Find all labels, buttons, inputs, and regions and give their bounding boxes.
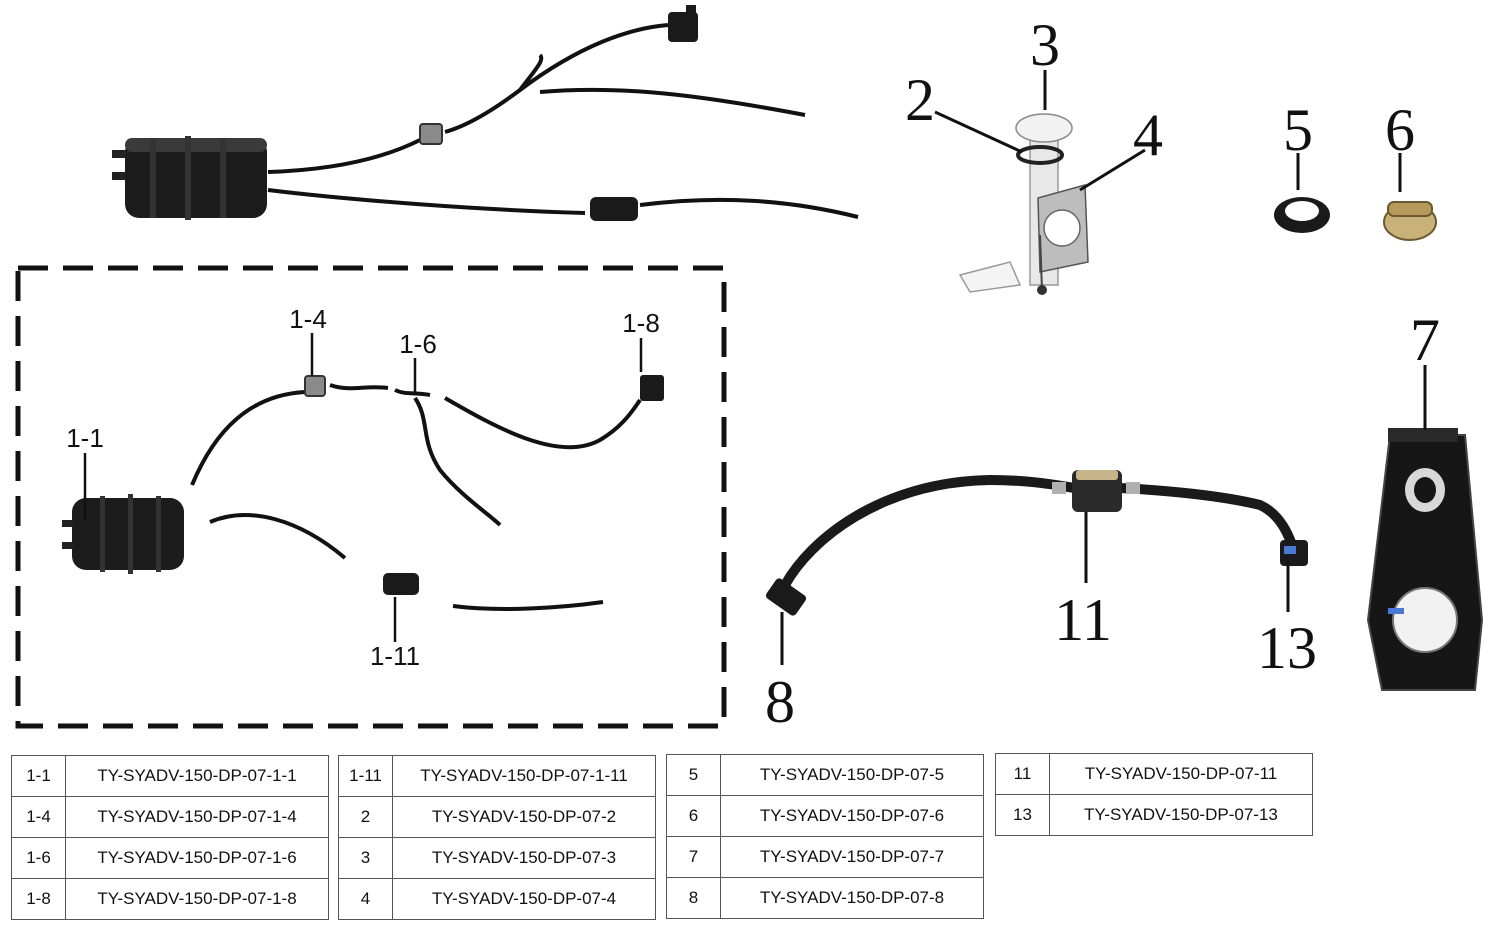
callout-1-4: 1-4 <box>289 304 327 334</box>
seal-ring-part <box>1274 197 1330 233</box>
part-ref: 5 <box>666 754 721 796</box>
part-number: TY-SYADV-150-DP-07-7 <box>720 836 984 878</box>
part-number: TY-SYADV-150-DP-07-11 <box>1049 753 1313 795</box>
callout-1-8: 1-8 <box>622 308 660 338</box>
part-ref: 1-4 <box>11 796 66 838</box>
callout-1-11: 1-11 <box>370 641 420 671</box>
part-ref: 6 <box>666 795 721 837</box>
callout-1-1: 1-1 <box>66 423 104 453</box>
part-number: TY-SYADV-150-DP-07-1-11 <box>392 755 656 797</box>
part-number: TY-SYADV-150-DP-07-13 <box>1049 794 1313 836</box>
callout-13: 13 <box>1257 615 1317 681</box>
callout-1-6: 1-6 <box>399 329 437 359</box>
fuel-pump-assembly <box>958 113 1089 295</box>
part-ref: 11 <box>995 753 1050 795</box>
part-number: TY-SYADV-150-DP-07-8 <box>720 877 984 919</box>
callout-2: 2 <box>905 67 935 133</box>
part-ref: 1-1 <box>11 755 66 797</box>
part-number: TY-SYADV-150-DP-07-1-4 <box>65 796 329 838</box>
callout-8: 8 <box>765 669 795 735</box>
leader-line-2 <box>934 110 1023 154</box>
part-number: TY-SYADV-150-DP-07-1-6 <box>65 837 329 879</box>
part-number: TY-SYADV-150-DP-07-4 <box>392 878 656 920</box>
subassembly-parts <box>62 375 664 611</box>
callout-5: 5 <box>1283 97 1313 163</box>
callout-11: 11 <box>1054 587 1112 653</box>
part-ref: 4 <box>338 878 393 920</box>
part-number: TY-SYADV-150-DP-07-1-1 <box>65 755 329 797</box>
leader-line-4 <box>1079 148 1146 192</box>
part-ref: 2 <box>338 796 393 838</box>
part-ref: 1-11 <box>338 755 393 797</box>
exploded-parts-diagram: 3 2 4 5 6 7 8 11 13 1-1 1-4 1-6 1-8 1-11 <box>15 5 1484 735</box>
fuel-line-assembly <box>765 470 1308 616</box>
callout-6: 6 <box>1385 97 1415 163</box>
part-ref: 1-8 <box>11 878 66 920</box>
part-ref: 1-6 <box>11 837 66 879</box>
callout-4: 4 <box>1133 102 1163 168</box>
part-ref: 3 <box>338 837 393 879</box>
callout-3: 3 <box>1030 12 1060 78</box>
part-number: TY-SYADV-150-DP-07-2 <box>392 796 656 838</box>
part-number: TY-SYADV-150-DP-07-6 <box>720 795 984 837</box>
part-ref: 7 <box>666 836 721 878</box>
part-number: TY-SYADV-150-DP-07-5 <box>720 754 984 796</box>
dashed-subassembly-frame <box>15 265 727 729</box>
part-ref: 8 <box>666 877 721 919</box>
part-ref: 13 <box>995 794 1050 836</box>
part-number: TY-SYADV-150-DP-07-3 <box>392 837 656 879</box>
part-number: TY-SYADV-150-DP-07-1-8 <box>65 878 329 920</box>
top-canister-assembly <box>112 5 859 221</box>
fuel-cap-part <box>1383 201 1437 241</box>
callout-7: 7 <box>1410 307 1440 373</box>
fuel-tank-part <box>1366 428 1484 691</box>
